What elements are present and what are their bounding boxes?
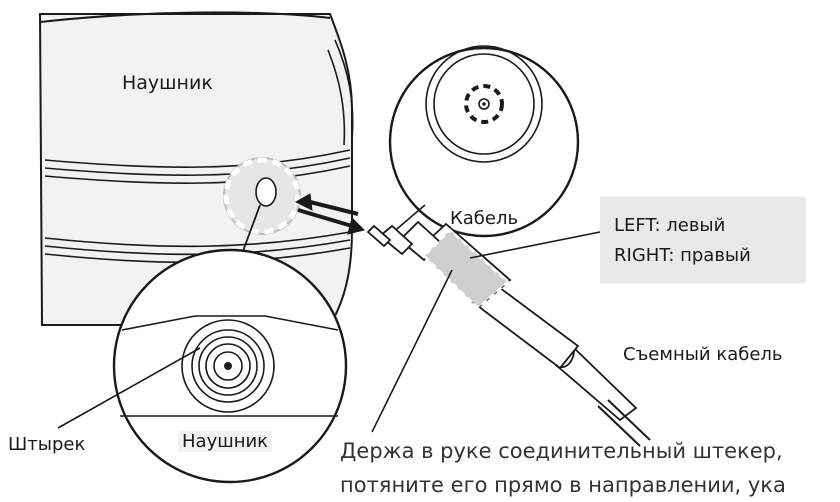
headphone-earcup — [38, 13, 353, 326]
cable-zoom-circle — [388, 46, 580, 238]
lr-pointer-line — [469, 231, 601, 259]
earcup-jack — [255, 177, 277, 207]
socket-zoom-top-line — [121, 315, 339, 331]
plug-face-dashes — [464, 84, 504, 124]
plug-face-pin — [478, 98, 490, 110]
removable-cable-label: Съемный кабель — [623, 344, 783, 365]
earcup-jack-dashes — [223, 157, 301, 235]
earcup-top-curve — [39, 11, 331, 23]
left-label: LEFT: левый — [614, 215, 726, 236]
plug-grip-area — [422, 228, 510, 310]
socket-pin-dot — [224, 362, 232, 370]
grip-pointer-line — [371, 269, 453, 433]
instruction-line-2: потяните его прямо в направлении, ука — [340, 473, 786, 497]
cable-label: Кабель — [450, 208, 519, 229]
instruction-line-1: Держа в руке соединительный штекер, — [340, 439, 783, 463]
plug-face-rings — [425, 45, 543, 163]
direction-arrows — [294, 193, 365, 235]
pin-pointer-line — [57, 347, 201, 429]
pin-label: Штырек — [8, 434, 86, 455]
left-right-box: LEFT: левый RIGHT: правый — [600, 197, 806, 283]
earcup-ridges — [44, 39, 354, 264]
right-label: RIGHT: правый — [614, 245, 751, 266]
instruction-text: Держа в руке соединительный штекер, потя… — [340, 434, 786, 502]
socket-rings — [181, 319, 275, 413]
headphone-label-bottom: Наушник — [178, 431, 273, 452]
headphone-label-top: Наушник — [122, 72, 213, 94]
plug-face-pin-center — [482, 102, 486, 106]
